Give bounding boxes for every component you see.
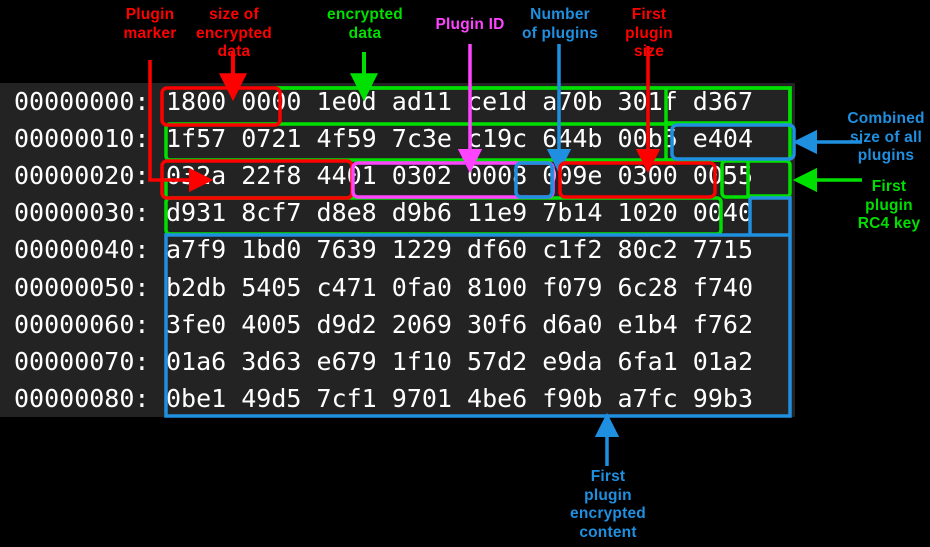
hex-row: 00000030: d931 8cf7 d8e8 d9b6 11e9 7b14 … [0, 194, 795, 231]
label-first-plugin-size: First plugin size [625, 6, 673, 60]
hex-dump-panel: 00000000: 1800 0000 1e0d ad11 ce1d a70b … [0, 83, 795, 417]
label-plugin-id: Plugin ID [435, 16, 505, 33]
hex-offset: 00000070: [14, 346, 150, 376]
hex-offset: 00000040: [14, 235, 150, 265]
hex-offset: 00000080: [14, 383, 150, 413]
hex-row: 00000070: 01a6 3d63 e679 1f10 57d2 e9da … [0, 343, 795, 380]
label-combined-size: Combined size of all plugins [847, 110, 925, 164]
hex-offset: 00000000: [14, 87, 150, 116]
hex-bytes: a7f9 1bd0 7639 1229 df60 c1f2 80c2 7715 [166, 235, 753, 265]
hex-row: 00000040: a7f9 1bd0 7639 1229 df60 c1f2 … [0, 231, 795, 268]
label-size-of-encrypted-data: size of encrypted data [196, 6, 272, 60]
hex-offset: 00000010: [14, 124, 150, 154]
hex-bytes: 01a6 3d63 e679 1f10 57d2 e9da 6fa1 01a2 [166, 346, 753, 376]
label-first-plugin-encrypted-content: First plugin encrypted content [570, 468, 646, 541]
hex-row: 00000060: 3fe0 4005 d9d2 2069 30f6 d6a0 … [0, 306, 795, 343]
label-plugin-marker: Plugin marker [123, 6, 177, 42]
label-first-plugin-rc4-key: First plugin RC4 key [857, 178, 921, 232]
hex-row: 00000080: 0be1 49d5 7cf1 9701 4be6 f90b … [0, 380, 795, 417]
hex-bytes: d931 8cf7 d8e8 d9b6 11e9 7b14 1020 0040 [166, 198, 753, 228]
hex-bytes: 1800 0000 1e0d ad11 ce1d a70b 301f d367 [166, 87, 753, 116]
hex-row: 00000010: 1f57 0721 4f59 7c3e c19c 644b … [0, 120, 795, 157]
hex-bytes: b2db 5405 c471 0fa0 8100 f079 6c28 f740 [166, 272, 753, 302]
hex-offset: 00000020: [14, 161, 150, 191]
hex-bytes: 0be1 49d5 7cf1 9701 4be6 f90b a7fc 99b3 [166, 383, 753, 413]
hex-row: 00000050: b2db 5405 c471 0fa0 8100 f079 … [0, 269, 795, 306]
hex-bytes: 1f57 0721 4f59 7c3e c19c 644b 00b5 e404 [166, 124, 753, 154]
hex-bytes: 032a 22f8 4401 0302 0008 009e 0300 0055 [166, 161, 753, 191]
hex-offset: 00000050: [14, 272, 150, 302]
hex-offset: 00000030: [14, 198, 150, 228]
hex-row: 00000020: 032a 22f8 4401 0302 0008 009e … [0, 157, 795, 194]
hex-bytes: 3fe0 4005 d9d2 2069 30f6 d6a0 e1b4 f762 [166, 309, 753, 339]
hex-offset: 00000060: [14, 309, 150, 339]
label-number-of-plugins: Number of plugins [521, 6, 599, 42]
hex-row: 00000000: 1800 0000 1e0d ad11 ce1d a70b … [0, 83, 795, 120]
label-encrypted-data: encrypted data [327, 6, 403, 42]
